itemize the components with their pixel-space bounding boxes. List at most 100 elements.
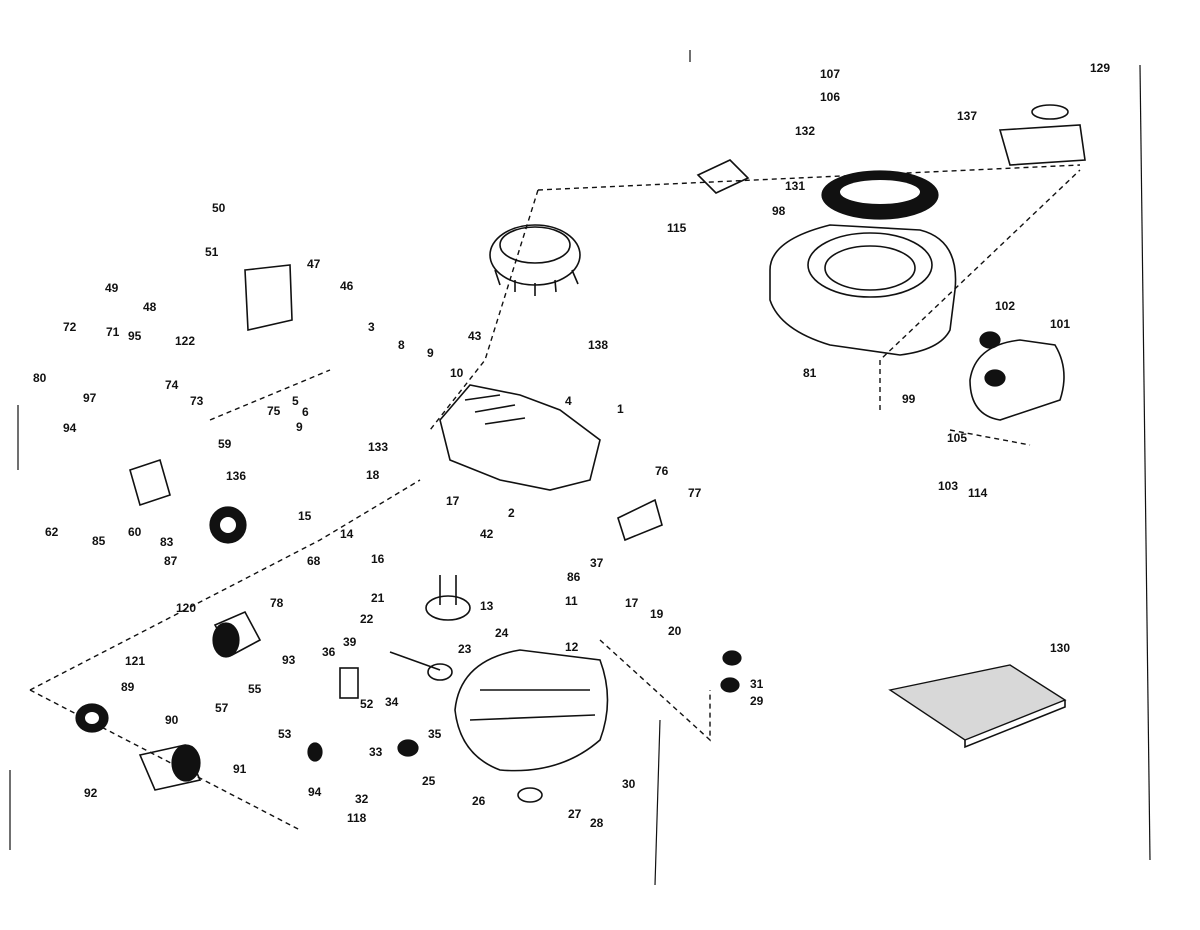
- edge-marks: [9, 50, 1151, 886]
- engine-block: [439, 384, 601, 491]
- callout-label: 133: [368, 440, 388, 454]
- callout-label: 5: [292, 394, 299, 408]
- callout-label: 118: [347, 811, 367, 825]
- callout-label: 114: [968, 486, 988, 500]
- callout-label: 97: [83, 391, 97, 405]
- callout-label: 60: [128, 525, 142, 539]
- callout-label: 42: [480, 527, 494, 541]
- blower-housing: [769, 224, 957, 356]
- callout-label: 80: [33, 371, 47, 385]
- callout-label: 37: [590, 556, 604, 570]
- callout-label: 22: [360, 612, 374, 626]
- callout-label: 39: [343, 635, 357, 649]
- callout-label: 17: [625, 596, 639, 610]
- callout-label: 34: [385, 695, 399, 709]
- pulley-ring: [75, 703, 109, 733]
- callout-label: 81: [803, 366, 817, 380]
- callout-label: 99: [902, 392, 916, 406]
- small-parts: [307, 650, 742, 803]
- callout-label: 85: [92, 534, 106, 548]
- callout-label: 103: [938, 479, 958, 493]
- callout-label: 52: [360, 697, 374, 711]
- callout-label: 33: [369, 745, 383, 759]
- callout-label: 83: [160, 535, 174, 549]
- callout-label: 102: [995, 299, 1015, 313]
- callout-label: 74: [165, 378, 179, 392]
- flywheel: [489, 224, 581, 296]
- callout-label: 2: [508, 506, 515, 520]
- callout-label: 26: [472, 794, 486, 808]
- callout-label: 32: [355, 792, 369, 806]
- callout-label: 57: [215, 701, 229, 715]
- decal-plate: [696, 159, 750, 194]
- callout-label: 89: [121, 680, 135, 694]
- callout-label: 105: [947, 431, 967, 445]
- callout-label: 92: [84, 786, 98, 800]
- rotating-screen: [821, 170, 939, 220]
- callout-label: 6: [302, 405, 309, 419]
- callout-label: 9: [427, 346, 434, 360]
- callout-label: 3: [368, 320, 375, 334]
- callout-label: 17: [446, 494, 460, 508]
- callout-label: 115: [667, 221, 687, 235]
- callout-label: 68: [307, 554, 321, 568]
- callout-label: 130: [1050, 641, 1070, 655]
- crankcase-base: [454, 649, 609, 772]
- callout-label: 24: [495, 626, 509, 640]
- callout-label: 136: [226, 469, 246, 483]
- callout-label: 121: [125, 654, 145, 668]
- callout-label: 94: [308, 785, 322, 799]
- callout-label: 15: [298, 509, 312, 523]
- callout-label: 59: [218, 437, 232, 451]
- callout-label: 129: [1090, 61, 1110, 75]
- callout-label: 36: [322, 645, 336, 659]
- callout-label: 19: [650, 607, 664, 621]
- starter-motor: [212, 610, 262, 658]
- callout-label: 4: [565, 394, 572, 408]
- callout-label: 49: [105, 281, 119, 295]
- callout-label: 55: [248, 682, 262, 696]
- callout-label: 14: [340, 527, 354, 541]
- callout-label: 86: [567, 570, 581, 584]
- starter-drive: [138, 744, 202, 791]
- connecting-rod: [389, 651, 453, 681]
- muffler: [969, 331, 1065, 421]
- callout-label: 107: [820, 67, 840, 81]
- callout-label: 93: [282, 653, 296, 667]
- callout-label: 12: [565, 640, 579, 654]
- callout-label: 16: [371, 552, 385, 566]
- callout-label: 101: [1050, 317, 1070, 331]
- air-filter-cup: [129, 458, 171, 507]
- crankshaft: [425, 575, 471, 621]
- callout-label: 53: [278, 727, 292, 741]
- callout-label: 50: [212, 201, 226, 215]
- callout-label: 106: [820, 90, 840, 104]
- callout-label: 72: [63, 320, 77, 334]
- callout-label: 25: [422, 774, 436, 788]
- callout-label: 95: [128, 329, 142, 343]
- callout-label: 132: [795, 124, 815, 138]
- callout-label: 75: [267, 404, 281, 418]
- callout-label: 13: [480, 599, 494, 613]
- carburetor: [209, 506, 247, 544]
- callout-label: 91: [233, 762, 247, 776]
- callout-label: 21: [371, 591, 385, 605]
- callout-label: 77: [688, 486, 702, 500]
- callout-label: 46: [340, 279, 354, 293]
- parts-manual: [888, 664, 1067, 749]
- callout-label: 11: [565, 594, 578, 608]
- callout-label: 122: [175, 334, 195, 348]
- callout-label: 29: [750, 694, 764, 708]
- callout-label: 8: [398, 338, 405, 352]
- callout-label: 20: [668, 624, 682, 638]
- callout-label: 27: [568, 807, 582, 821]
- callout-label: 23: [458, 642, 472, 656]
- callout-label: 18: [366, 468, 380, 482]
- assembly-guide-lines: [29, 164, 1081, 831]
- callout-label: 1: [617, 402, 624, 416]
- callout-label: 94: [63, 421, 77, 435]
- callout-label: 30: [622, 777, 636, 791]
- callout-label: 62: [45, 525, 59, 539]
